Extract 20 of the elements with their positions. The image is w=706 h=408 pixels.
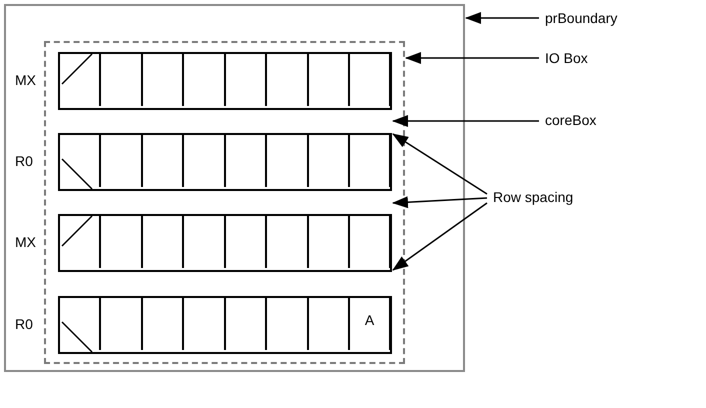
callout-label: IO Box bbox=[545, 50, 588, 66]
orientation-label: MX bbox=[15, 72, 36, 88]
row-box bbox=[58, 133, 392, 191]
leader-arrow bbox=[405, 52, 539, 64]
leader-arrow bbox=[392, 115, 539, 127]
leader-arrow bbox=[465, 12, 539, 24]
orientation-label: MX bbox=[15, 234, 36, 250]
orientation-label: R0 bbox=[15, 316, 33, 332]
leader-arrow bbox=[392, 133, 488, 195]
callout-label: prBoundary bbox=[545, 10, 618, 26]
cell-letter: A bbox=[364, 312, 374, 328]
row-box bbox=[58, 52, 392, 110]
callout-label: Row spacing bbox=[493, 189, 574, 205]
leader-arrow bbox=[392, 196, 488, 208]
orientation-label: R0 bbox=[15, 153, 33, 169]
leader-arrow bbox=[392, 202, 488, 271]
callout-label: coreBox bbox=[545, 112, 596, 128]
row-box bbox=[58, 296, 392, 354]
boundary-box bbox=[4, 4, 465, 372]
row-box bbox=[58, 214, 392, 272]
